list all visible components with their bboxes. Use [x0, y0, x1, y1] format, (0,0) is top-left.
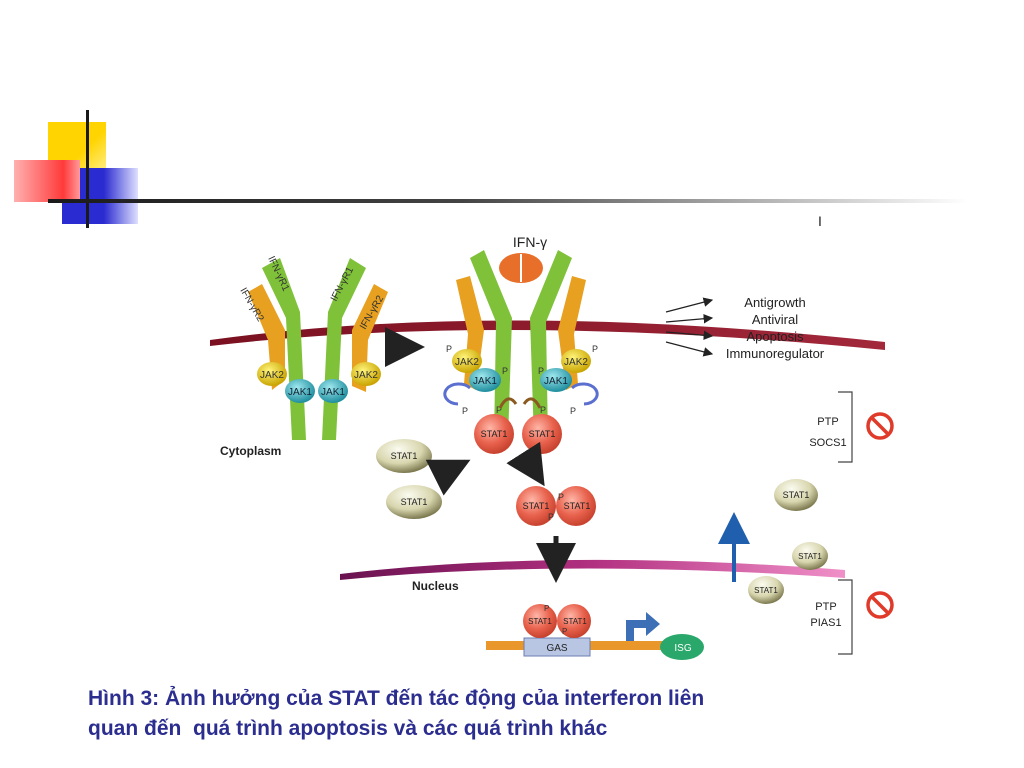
isg-gene [660, 634, 704, 660]
stat1-docked-left [474, 414, 514, 454]
diagram-label: STAT1 [529, 429, 556, 439]
outcome-list: Antigrowth Antiviral Apoptosis Immunoreg… [665, 295, 825, 361]
dna-gas-isg: GAS ISG STAT1 STAT1 P P [486, 604, 704, 660]
inactive-receptor-complex: IFN-γR2 IFN-γR1 IFN-γR1 IFN-γR2 JAK2 JAK… [237, 255, 388, 440]
outcome-antigrowth: Antigrowth [744, 295, 805, 310]
diagram-label: STAT1 [798, 552, 822, 561]
inhibit-icon-cytoplasm [866, 412, 894, 440]
diagram-label: P [558, 492, 564, 502]
diagram-label: STAT1 [523, 501, 550, 511]
diagram-label: JAK1 [321, 387, 345, 398]
diagram-label: JAK2 [564, 357, 588, 368]
stat1-free-1 [376, 439, 432, 473]
diagram-label: PTP [815, 601, 836, 613]
jak1-active-right [540, 368, 572, 392]
label-nucleus: Nucleus [412, 579, 459, 593]
jak2-left [257, 362, 287, 386]
diagram-label: STAT1 [401, 497, 428, 507]
jak2-active-right [561, 349, 591, 373]
arrow-recruit [425, 459, 471, 496]
nuclear-membrane [340, 559, 845, 580]
diagram-label: GAS [546, 643, 567, 654]
inhibitor-group-nucleus: PTP PIAS1 [810, 579, 894, 655]
figure-caption: Hình 3: Ảnh hưởng của STAT đến tác động … [88, 684, 908, 744]
jak2-right [351, 362, 381, 386]
diagram-label: JAK1 [544, 376, 568, 387]
deco-red-square [14, 160, 80, 202]
diagram-label: JAK2 [354, 370, 378, 381]
diagram-label: PIAS1 [810, 617, 841, 629]
diagram-label: STAT1 [783, 490, 810, 500]
active-receptor-complex: IFN-γ JAK2 JAK1 JAK1 JAK2 P P P P P P P … [443, 234, 599, 454]
arrow-dimerize [506, 441, 545, 487]
diagram-label: P [570, 406, 576, 416]
jak1-right [318, 379, 348, 403]
stat1-free-4 [792, 542, 828, 570]
cell-membrane [210, 320, 885, 350]
diagram-label: JAK2 [455, 357, 479, 368]
diagram-label: JAK2 [260, 370, 284, 381]
diagram-label: SOCS1 [809, 437, 846, 449]
stat1-free-3 [774, 479, 818, 511]
jak2-active-left [452, 349, 482, 373]
inhibit-icon-nucleus [866, 591, 894, 619]
deco-vertical-line [86, 110, 89, 228]
diagram-label: STAT1 [481, 429, 508, 439]
diagram-label: P [496, 405, 502, 415]
label-cytoplasm: Cytoplasm [220, 444, 281, 458]
outcome-immunoregulator: Immunoregulator [726, 346, 825, 361]
curved-arrow-left [443, 382, 472, 406]
caption-line-1: Hình 3: Ảnh hưởng của STAT đến tác động … [88, 687, 705, 710]
diagram-label: P [544, 604, 549, 613]
diagram-label: JAK1 [473, 376, 497, 387]
diagram-label: P [538, 366, 544, 376]
diagram-label: P [548, 512, 554, 522]
stray-mark: I [818, 213, 822, 229]
deco-horizontal-rule [48, 199, 968, 203]
inhibitor-group-cytoplasm: PTP SOCS1 [809, 391, 894, 463]
diagram-label: P [540, 405, 546, 415]
outcome-apoptosis: Apoptosis [746, 329, 804, 344]
diagram-label: P [462, 406, 468, 416]
jak1-left [285, 379, 315, 403]
diagram-label: P [446, 344, 452, 354]
transcription-start-arrow [626, 612, 660, 641]
diagram-label: STAT1 [754, 586, 778, 595]
curved-arrow-right [570, 382, 599, 406]
diagram-label: STAT1 [564, 501, 591, 511]
stat1-free-5 [748, 576, 784, 604]
caption-line-2: quan đến quá trình apoptosis và các quá … [88, 717, 608, 740]
outcome-antiviral: Antiviral [752, 312, 798, 327]
diagram-label: ISG [674, 643, 691, 654]
diagram-label: PTP [817, 416, 838, 428]
diagram-label: JAK1 [288, 387, 312, 398]
diagram-label: STAT1 [563, 617, 587, 626]
jak1-active-left [469, 368, 501, 392]
gas-box [523, 637, 591, 657]
diagram-label: P [562, 627, 567, 636]
diagram-label: P [502, 366, 508, 376]
stat1-dimer-cytoplasm: STAT1 STAT1 P P [516, 486, 596, 526]
label-ifn-gamma: IFN-γ [513, 234, 547, 250]
diagram-label: P [592, 344, 598, 354]
diagram-label: STAT1 [391, 451, 418, 461]
diagram-label: STAT1 [528, 617, 552, 626]
